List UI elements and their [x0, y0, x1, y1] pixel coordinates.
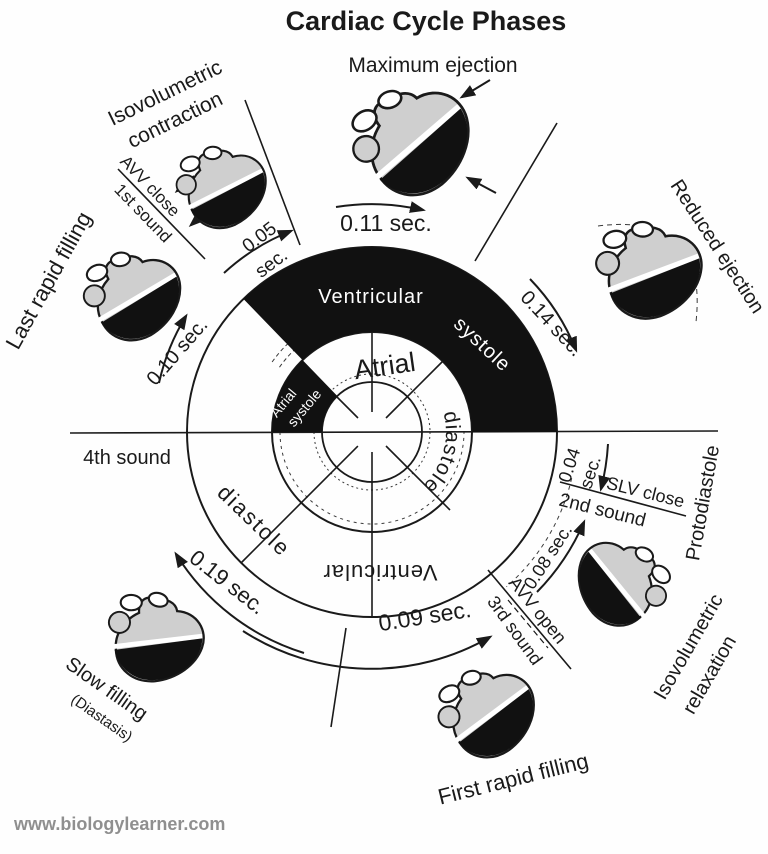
heart-reduced-ejection [586, 212, 709, 328]
ring-ventricular-systole-word1: Ventricular [318, 286, 424, 308]
duration-arrows [158, 201, 611, 670]
sector-line-upper-right [474, 122, 558, 262]
arrow-0-14 [529, 278, 578, 353]
heart-illustrations [82, 79, 709, 760]
sector-line-bottom [330, 627, 347, 728]
sector-line-upper-left [244, 99, 301, 246]
atrial-systole-wedge [271, 360, 338, 432]
arrow-0-11 [335, 201, 426, 213]
phase-label-first-rapid-filling: First rapid filling [435, 748, 591, 810]
arrow-0-19 [174, 551, 305, 654]
phase-label-protodiastole: Protodiastole [682, 444, 724, 563]
arrow-0-08 [536, 519, 586, 593]
slv-close-line [559, 481, 687, 517]
duration-first-rapid-filling: 0.09 sec. [377, 596, 473, 636]
arrow-0-10 [158, 313, 188, 384]
heart-maximum-ejection [345, 79, 476, 202]
phase-label-maximum-ejection: Maximum ejection [348, 54, 517, 77]
arrow-0-09 [242, 630, 493, 670]
event-fourth-sound: 4th sound [83, 447, 171, 469]
ring-ventricular-diastole-word1: Ventricular [323, 560, 438, 585]
heart-isovolumetric-relaxation [565, 529, 679, 638]
page-title: Cardiac Cycle Phases [286, 6, 567, 36]
horizontal-axis-line [69, 430, 719, 434]
heart-last-rapid-filling [82, 250, 181, 342]
avv-open-line [487, 569, 572, 670]
heart-isovolumetric-contraction [172, 142, 269, 233]
ring-atrial-diastole-word1: Atrial [352, 347, 417, 385]
heart-first-rapid-filling [435, 665, 537, 760]
duration-maximum-ejection: 0.11 sec. [340, 210, 432, 236]
ventricular-systole-arc [243, 247, 557, 432]
arrow-slv-close [598, 443, 611, 492]
radial-lines [69, 99, 719, 728]
phase-label-last-rapid-filling: Last rapid filling [0, 207, 96, 353]
arrow-0-05 [223, 229, 294, 274]
avv-close-line [117, 168, 206, 260]
watermark: www.biologylearner.com [13, 814, 225, 834]
